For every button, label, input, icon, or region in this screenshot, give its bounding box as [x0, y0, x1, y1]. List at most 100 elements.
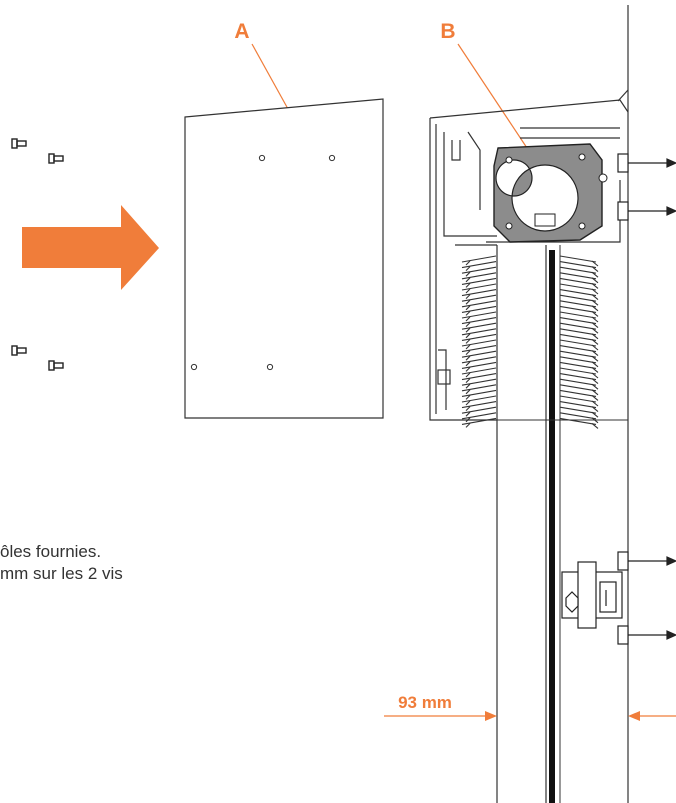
fin-line — [461, 367, 497, 375]
fin-line — [591, 310, 599, 317]
fin-line — [465, 266, 471, 271]
instruction-line-2: mm sur les 2 vis — [0, 564, 123, 583]
fin-line — [461, 311, 497, 319]
fin-line — [591, 299, 599, 306]
fin-line — [559, 261, 597, 269]
fin-line — [591, 383, 599, 390]
fin-line — [465, 339, 471, 344]
fin-line — [559, 289, 597, 297]
fin-line — [591, 305, 599, 312]
mounting-bracket-b — [493, 143, 608, 243]
fin-line — [591, 294, 599, 301]
fin-line — [559, 406, 597, 414]
fin-line — [591, 389, 599, 396]
fin-line — [465, 372, 471, 378]
fin-line — [461, 266, 497, 274]
leader-b — [457, 43, 528, 149]
fin-line — [465, 283, 471, 288]
fin-line — [559, 356, 597, 364]
fin-line — [559, 378, 597, 386]
fin-line — [559, 361, 597, 369]
fin-line — [461, 395, 497, 403]
fin-line — [559, 311, 597, 319]
fin-line — [461, 389, 497, 397]
fin-line — [465, 350, 471, 355]
fin-line — [465, 378, 471, 383]
fin-line — [591, 322, 599, 329]
fin-line — [591, 372, 599, 379]
fin-line — [559, 272, 597, 280]
fin-line — [461, 255, 497, 263]
fin-line — [591, 350, 599, 357]
fin-line — [461, 272, 497, 280]
label-b: B — [440, 20, 455, 43]
label-a: A — [234, 20, 249, 43]
fin-line — [461, 294, 497, 302]
fin-line — [591, 260, 599, 267]
fin-line — [465, 322, 471, 327]
fin-line — [591, 406, 599, 413]
wall-screw-icon — [617, 153, 676, 173]
fin-line — [465, 417, 471, 423]
wall-housing — [429, 89, 629, 421]
fin-line — [591, 282, 599, 289]
fin-line — [461, 305, 497, 313]
fin-line — [465, 299, 471, 305]
fin-line — [465, 294, 471, 299]
wall-screw-icon — [617, 201, 676, 221]
fin-line — [465, 305, 471, 311]
fin-line — [559, 266, 597, 274]
fin-line — [559, 328, 597, 336]
fin-line — [591, 361, 599, 368]
fin-line — [461, 373, 497, 381]
screw-icon — [11, 345, 27, 356]
leader-a — [251, 43, 294, 119]
fin-line — [465, 311, 471, 316]
fin-line — [465, 288, 471, 294]
fin-line — [465, 395, 471, 400]
fin-line — [591, 271, 599, 278]
fin-line — [591, 417, 599, 424]
fin-line — [559, 389, 597, 397]
fin-line — [461, 261, 497, 269]
fin-line — [591, 378, 599, 385]
screw-icon — [48, 153, 64, 164]
fin-line — [591, 327, 599, 334]
fin-line — [591, 355, 599, 362]
fin-line — [465, 400, 471, 406]
dimension-label: 93 mm — [398, 693, 452, 712]
dimension-93mm: 93 mm — [384, 693, 676, 721]
fin-line — [591, 277, 599, 284]
wall-screw-icon — [617, 625, 676, 645]
fin-line — [465, 355, 471, 361]
fin-line — [559, 417, 597, 425]
fin-line — [461, 277, 497, 285]
fin-line — [461, 345, 497, 353]
screw-icon — [11, 138, 27, 149]
fin-line — [465, 423, 471, 428]
fin-line — [559, 255, 597, 263]
screw-icon — [48, 360, 64, 371]
fin-line — [559, 395, 597, 403]
fin-line — [559, 294, 597, 302]
fin-line — [465, 260, 471, 266]
fin-line — [559, 350, 597, 358]
fin-line — [461, 378, 497, 386]
fin-line — [465, 344, 471, 350]
fin-line — [461, 350, 497, 358]
fin-line — [461, 406, 497, 414]
fin-line — [461, 401, 497, 409]
fin-line — [465, 383, 471, 389]
fin-line — [465, 333, 471, 339]
fin-line — [465, 271, 471, 277]
fin-line — [559, 283, 597, 291]
fin-line — [591, 411, 599, 418]
fin-line — [591, 288, 599, 295]
fin-line — [461, 289, 497, 297]
fin-line — [591, 338, 599, 345]
fin-line — [461, 412, 497, 420]
fin-line — [591, 316, 599, 323]
cover-panel-a — [184, 98, 384, 419]
fin-line — [559, 300, 597, 308]
